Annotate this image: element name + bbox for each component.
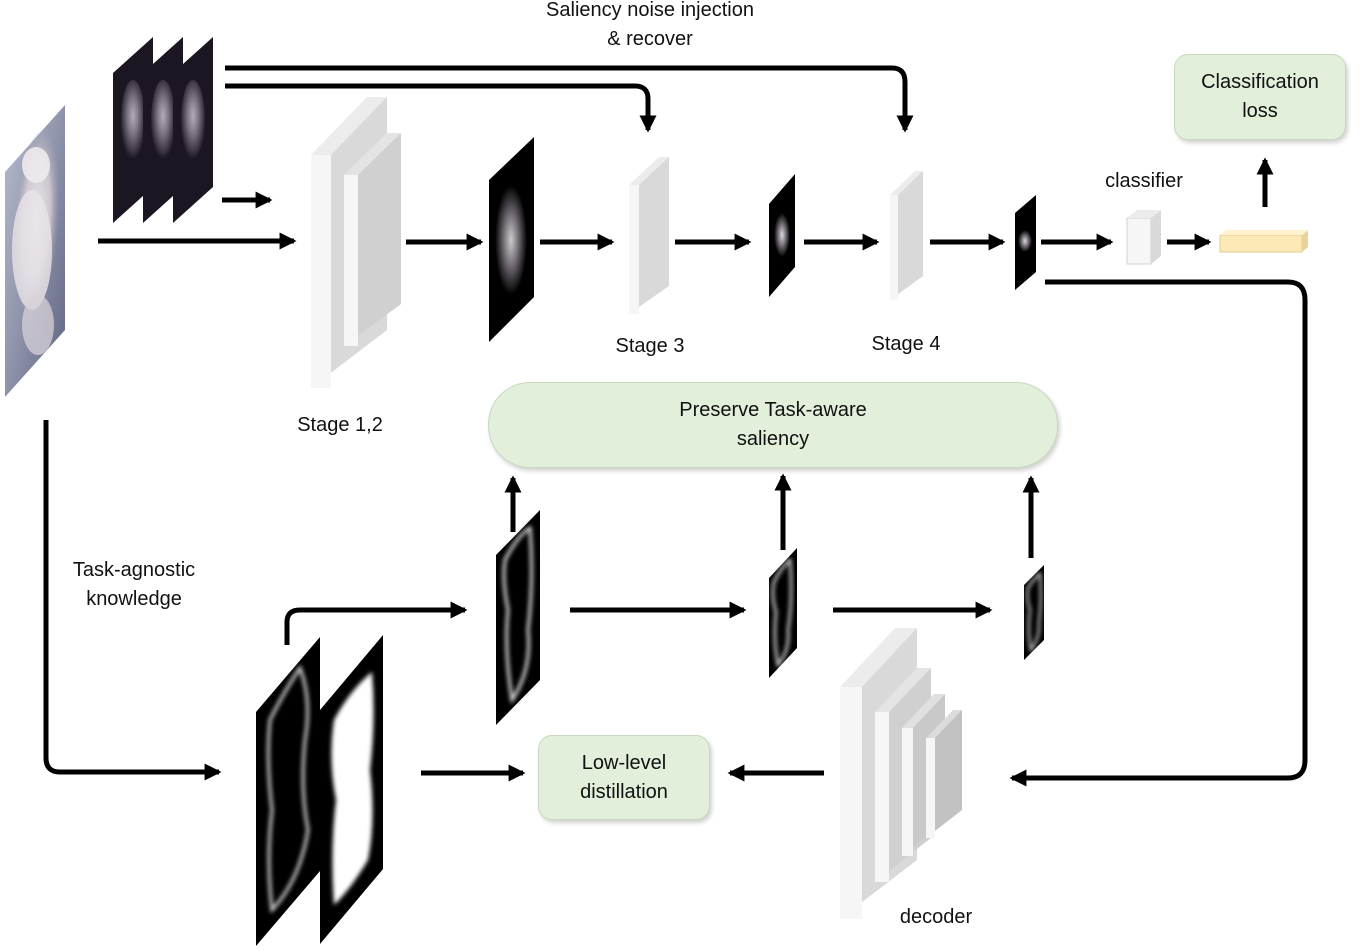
- arrow-inject-stage3: [225, 83, 657, 133]
- edge-map-mid-2: [769, 548, 797, 678]
- feature-map-3: [1015, 195, 1036, 290]
- preserve-saliency-line1: Preserve Task-aware: [679, 399, 867, 421]
- arrows: [43, 65, 1308, 787]
- low-level-line2: distillation: [580, 780, 668, 803]
- task-agnostic-line1: Task-agnostic: [72, 559, 196, 581]
- classification-loss-line2: loss: [1242, 100, 1278, 122]
- stage4-block: [890, 171, 923, 300]
- stage3-block: [629, 157, 669, 314]
- arrow-task-agnostic: [43, 420, 222, 781]
- decoder-label: decoder: [899, 906, 973, 928]
- stage12-label: Stage 1,2: [297, 414, 383, 436]
- arrow-inject-stage4: [225, 65, 914, 133]
- stage4-label: Stage 4: [871, 333, 941, 355]
- classifier-label: classifier: [1105, 170, 1183, 192]
- low-level-line1: Low-level: [581, 751, 667, 774]
- edge-map-mid-1: [496, 510, 540, 725]
- top-label-line1: Saliency noise injection: [546, 0, 754, 21]
- feature-vector: [1219, 230, 1308, 253]
- feature-map-2: [769, 174, 795, 297]
- stage12-block: [311, 97, 401, 388]
- edge-map: [256, 637, 320, 946]
- top-label: Saliency noise injection & recover: [500, 0, 800, 54]
- edge-map-mid-3: [1024, 565, 1044, 660]
- preserve-saliency-box: Preserve Task-aware saliency: [488, 382, 1058, 468]
- saliency-mask: [320, 635, 383, 944]
- stage3-label: Stage 3: [615, 335, 685, 357]
- top-label-line2: & recover: [607, 28, 693, 50]
- classification-loss-line1: Classification: [1201, 71, 1319, 93]
- preserve-saliency-line2: saliency: [736, 428, 810, 450]
- classification-loss-box: Classification loss: [1174, 54, 1346, 140]
- arrow-return-to-decoder: [1009, 279, 1308, 787]
- input-cat-image: [5, 105, 65, 397]
- noisy-saliency-stack: [113, 37, 213, 223]
- feature-map-1: [489, 137, 534, 342]
- task-agnostic-line2: knowledge: [86, 588, 182, 610]
- decoder-block: [840, 628, 962, 919]
- classifier-cube: [1126, 210, 1161, 265]
- arrow-edge-to-mid1: [284, 601, 468, 645]
- task-agnostic-label: Task-agnostic knowledge: [44, 556, 224, 614]
- low-level-distillation-box: Low-level distillation: [538, 735, 710, 820]
